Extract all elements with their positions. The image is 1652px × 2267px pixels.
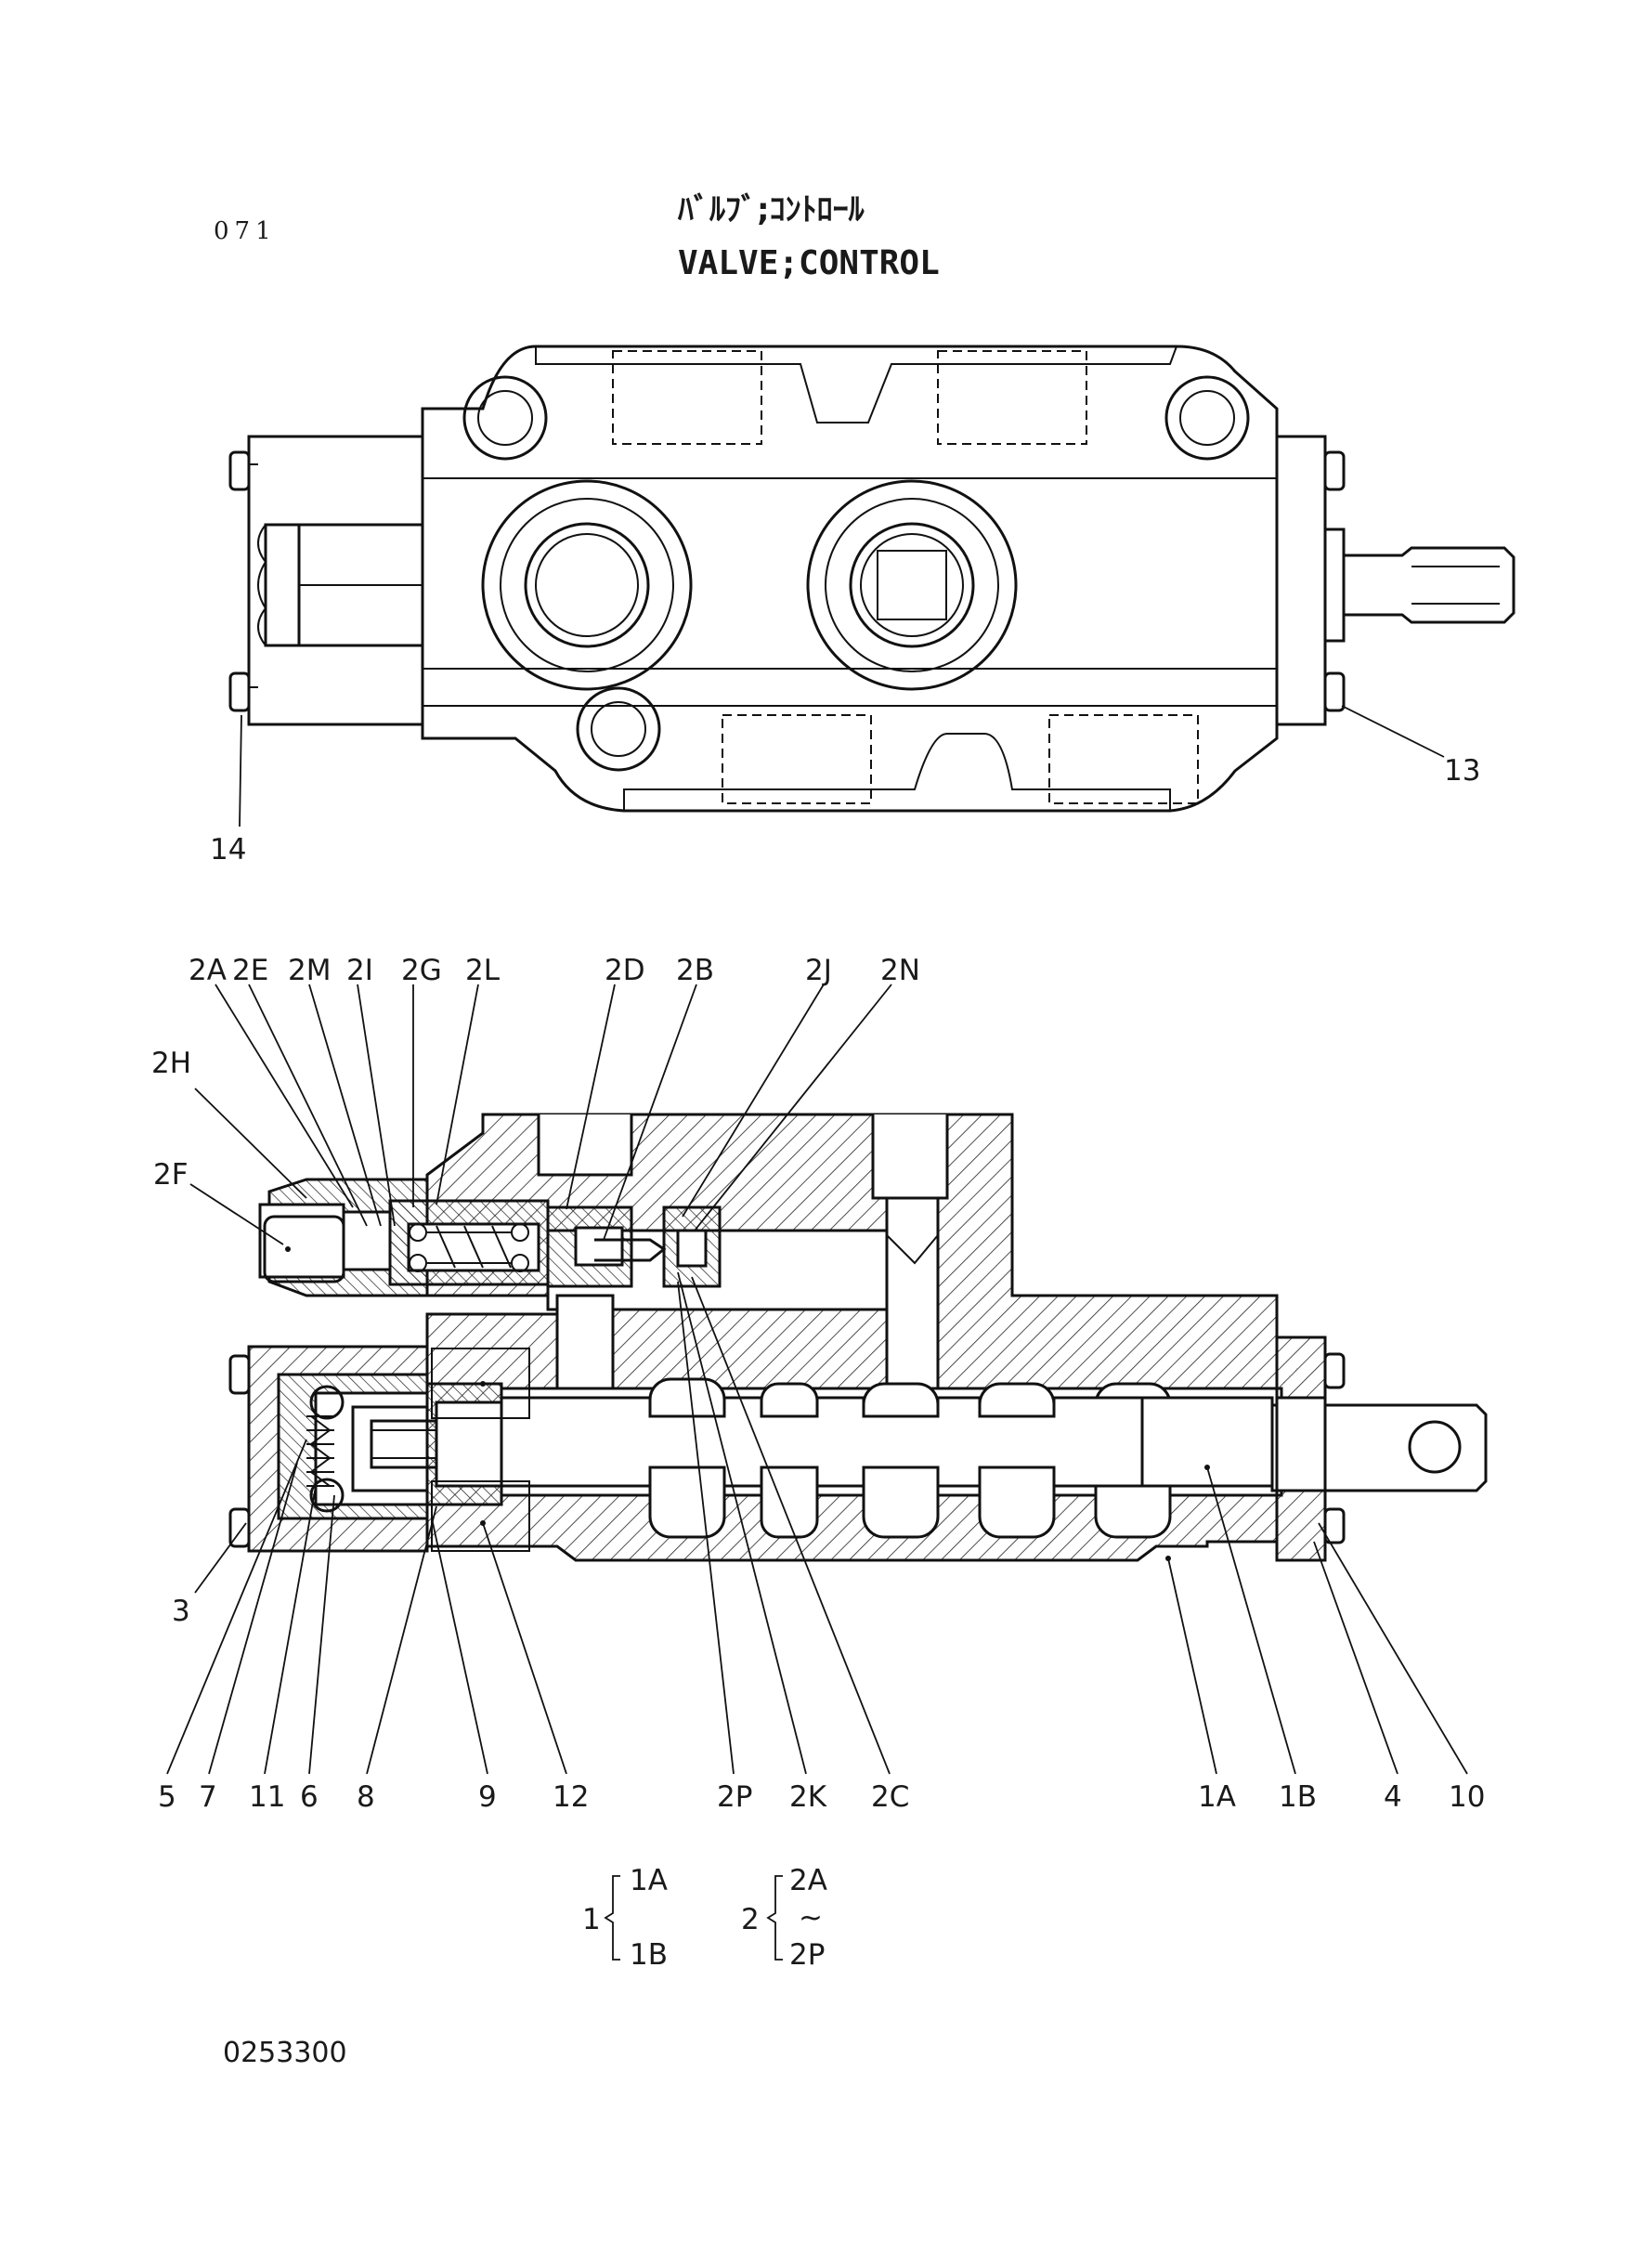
legend-group-1-a: 1A bbox=[630, 1864, 668, 1897]
callout-14: 14 bbox=[210, 833, 246, 866]
title-japanese: ﾊﾞﾙﾌﾞ;ｺﾝﾄﾛｰﾙ bbox=[677, 191, 865, 228]
callout-13: 13 bbox=[1444, 754, 1480, 788]
valve-top-view bbox=[228, 345, 1515, 827]
callout-1B: 1B bbox=[1279, 1780, 1317, 1814]
page-number: 071 bbox=[214, 217, 277, 245]
callout-12: 12 bbox=[553, 1780, 589, 1814]
callout-2J: 2J bbox=[805, 954, 832, 987]
callout-6: 6 bbox=[300, 1780, 319, 1814]
callout-2P: 2P bbox=[717, 1780, 752, 1814]
callout-2M: 2M bbox=[288, 954, 331, 987]
callout-5: 5 bbox=[158, 1780, 176, 1814]
callout-7: 7 bbox=[199, 1780, 217, 1814]
callout-2E: 2E bbox=[232, 954, 268, 987]
legend-group-1-number: 1 bbox=[582, 1903, 601, 1936]
callout-2H: 2H bbox=[151, 1047, 191, 1080]
callout-2F: 2F bbox=[153, 1158, 189, 1192]
callout-2B: 2B bbox=[676, 954, 714, 987]
legend-group-2-b: 2P bbox=[789, 1938, 825, 1972]
valve-section-view bbox=[166, 984, 1488, 1775]
callout-8: 8 bbox=[357, 1780, 375, 1814]
callout-4: 4 bbox=[1384, 1780, 1402, 1814]
callout-2D: 2D bbox=[605, 954, 645, 987]
assembly-legend bbox=[604, 1875, 783, 1961]
callout-1A: 1A bbox=[1198, 1780, 1236, 1814]
legend-group-2-a: 2A bbox=[789, 1864, 827, 1897]
legend-group-1-b: 1B bbox=[630, 1938, 668, 1972]
callout-11: 11 bbox=[249, 1780, 285, 1814]
callout-2I: 2I bbox=[346, 954, 373, 987]
callout-9: 9 bbox=[478, 1780, 497, 1814]
callout-2N: 2N bbox=[880, 954, 920, 987]
legend-group-2-tilde: ~ bbox=[799, 1901, 823, 1935]
drawing-code: 0253300 bbox=[223, 2037, 347, 2069]
callout-10: 10 bbox=[1449, 1780, 1485, 1814]
callout-3: 3 bbox=[172, 1595, 190, 1628]
callout-2K: 2K bbox=[789, 1780, 827, 1814]
title-english: VALVE;CONTROL bbox=[678, 244, 940, 282]
callout-2C: 2C bbox=[871, 1780, 909, 1814]
callout-2A: 2A bbox=[189, 954, 227, 987]
callout-2L: 2L bbox=[465, 954, 501, 987]
callout-2G: 2G bbox=[401, 954, 442, 987]
legend-group-2-number: 2 bbox=[741, 1903, 760, 1936]
